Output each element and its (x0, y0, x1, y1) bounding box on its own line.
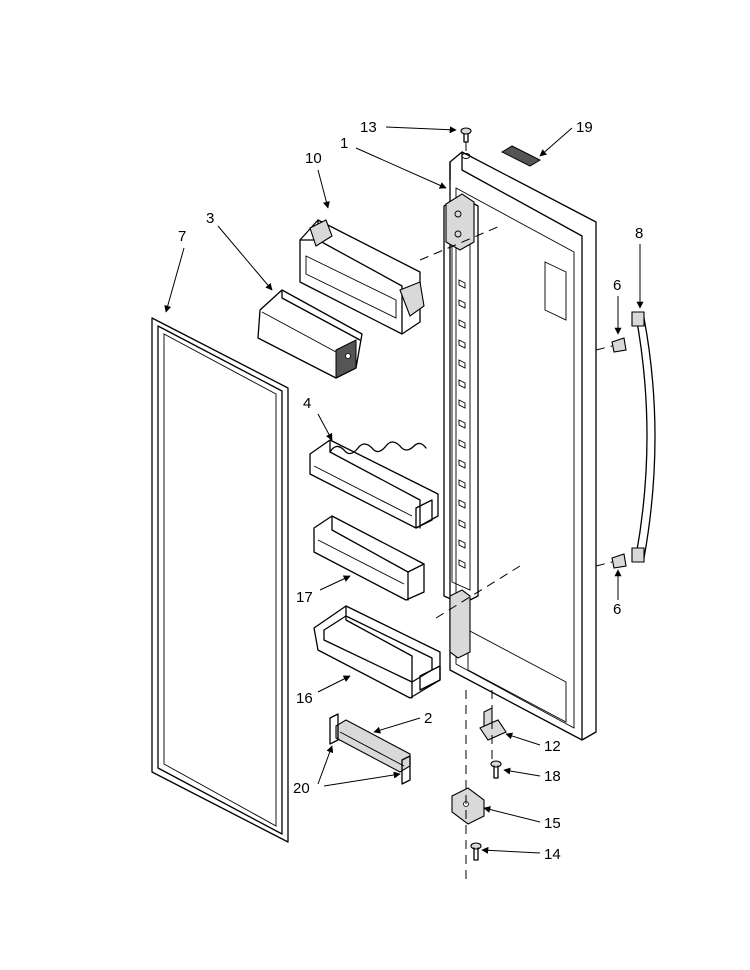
callout-17: 18 (544, 768, 561, 785)
upper-bin-part-10 (299, 219, 425, 335)
callout-3: 3 (206, 210, 214, 227)
hinge-bracket-part-15 (451, 787, 485, 825)
callout-labels: 13 19 1 10 3 7 8 6 4 17 6 16 2 12 18 20 … (178, 119, 643, 863)
handle-part-8 (631, 311, 656, 563)
screw-part-13 (460, 127, 472, 159)
callout-20: 20 (293, 780, 310, 797)
clip-part-20-right (401, 755, 411, 785)
hinge-pin-part-12 (479, 707, 507, 741)
callout-10: 10 (305, 150, 322, 167)
assembly-lines (419, 142, 613, 880)
callout-14: 14 (544, 846, 561, 863)
clip-part-20-left (329, 713, 339, 745)
callout-6-lower: 6 (613, 601, 621, 618)
callout-6-upper: 6 (613, 277, 621, 294)
screw-part-14 (470, 842, 482, 861)
callout-13: 13 (360, 119, 377, 136)
door-bin-part-18 (313, 515, 425, 601)
door-gasket-part-7 (151, 317, 289, 843)
screw-part-17 (490, 760, 502, 779)
leader-lines (164, 126, 644, 854)
callout-19: 19 (576, 119, 593, 136)
retainer-part-2 (335, 719, 411, 773)
trim-part-19 (500, 145, 542, 167)
callout-18: 17 (296, 589, 313, 606)
callout-15: 15 (544, 815, 561, 832)
callout-4: 4 (303, 395, 311, 412)
screw-part-6-upper (611, 337, 627, 353)
door-liner-part-1 (443, 151, 597, 741)
callout-16: 16 (296, 690, 313, 707)
screw-part-6-lower (611, 553, 627, 569)
bottom-bin-part-16 (313, 605, 441, 699)
callout-1: 1 (340, 135, 348, 152)
callout-8: 8 (635, 225, 643, 242)
dairy-door-part-3 (257, 289, 363, 379)
callout-7: 7 (178, 228, 186, 245)
rack-part-4 (309, 439, 439, 529)
callout-2: 2 (424, 710, 432, 727)
callout-12: 12 (544, 738, 561, 755)
